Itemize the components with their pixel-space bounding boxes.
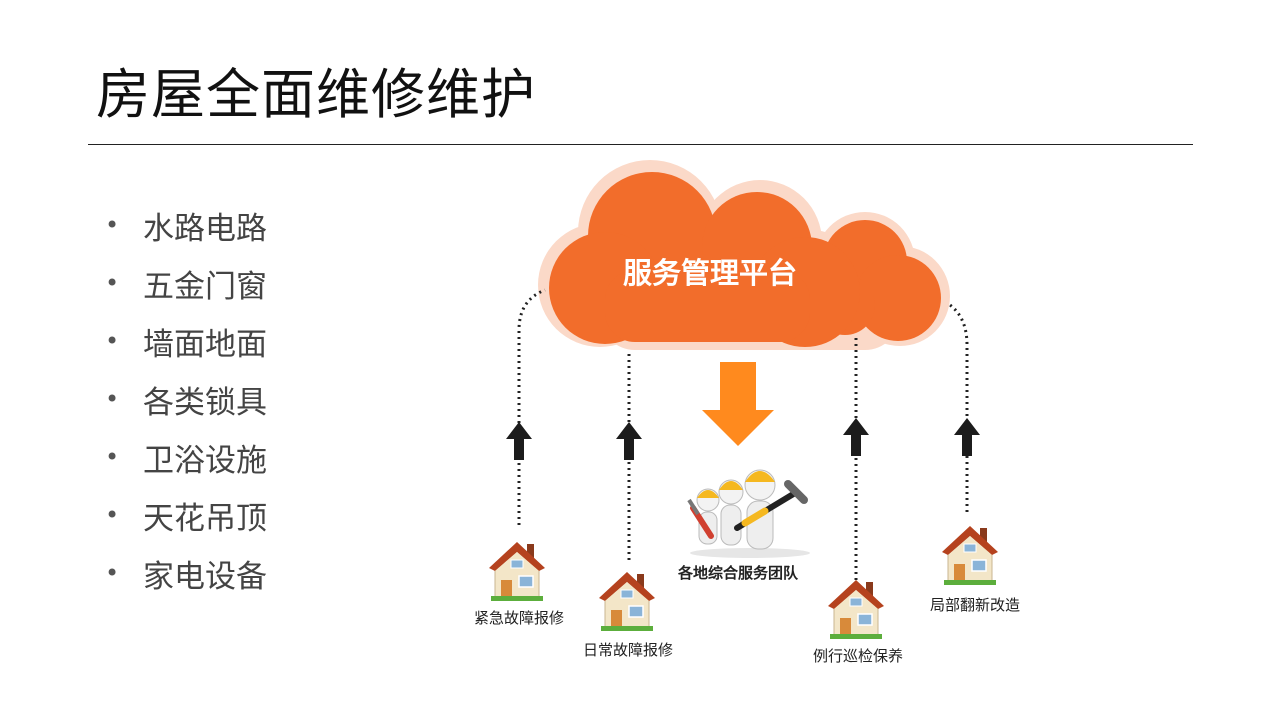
bullet-dot-icon: • — [105, 443, 120, 471]
bullet-dot-icon: • — [105, 269, 120, 297]
service-caption: 紧急故障报修 — [473, 609, 565, 627]
arrow-down-icon — [702, 362, 774, 446]
bullet-text: 墙面地面 — [143, 326, 267, 363]
bullet-dot-icon: • — [105, 211, 120, 239]
bullet-dot-icon: • — [105, 327, 120, 355]
bullet-item: • 水路电路 — [105, 196, 267, 254]
slide-title: 房屋全面维修维护 — [96, 63, 536, 126]
arrow-up-icon — [954, 418, 980, 456]
bullet-list: • 水路电路 • 五金门窗 • 墙面地面 • 各类锁具 • 卫浴设施 • 天花吊顶 • 家电设… — [105, 196, 267, 602]
arrow-up-icon — [843, 418, 869, 456]
bullet-dot-icon: • — [105, 559, 120, 587]
workers-icon — [687, 469, 810, 558]
bullet-item: • 天花吊顶 — [105, 486, 267, 544]
team-caption: 各地综合服务团队 — [677, 564, 799, 582]
bullet-item: • 各类锁具 — [105, 370, 267, 428]
cloud-platform-label: 服务管理平台 — [622, 256, 797, 290]
bullet-item: • 墙面地面 — [105, 312, 267, 370]
bullet-text: 五金门窗 — [143, 268, 267, 305]
title-divider — [88, 144, 1193, 145]
bullet-item: • 家电设备 — [105, 544, 267, 602]
connector-lines — [517, 288, 969, 580]
bullet-item: • 卫浴设施 — [105, 428, 267, 486]
bullet-text: 水路电路 — [143, 210, 267, 247]
service-caption: 局部翻新改造 — [929, 596, 1021, 614]
house-icon — [941, 525, 999, 586]
arrow-up-icon — [506, 422, 532, 460]
house-icon — [598, 571, 656, 632]
cloud-shape — [538, 160, 950, 350]
bullet-text: 天花吊顶 — [143, 500, 267, 537]
bullet-dot-icon: • — [105, 385, 120, 413]
arrow-up-icon — [616, 422, 642, 460]
house-icon — [827, 579, 885, 640]
bullet-text: 卫浴设施 — [143, 442, 267, 479]
bullet-text: 家电设备 — [143, 558, 267, 595]
bullet-text: 各类锁具 — [143, 384, 267, 421]
bullet-dot-icon: • — [105, 501, 120, 529]
bullet-item: • 五金门窗 — [105, 254, 267, 312]
house-icon — [488, 541, 546, 602]
service-caption: 日常故障报修 — [582, 641, 674, 659]
service-caption: 例行巡检保养 — [812, 647, 904, 665]
